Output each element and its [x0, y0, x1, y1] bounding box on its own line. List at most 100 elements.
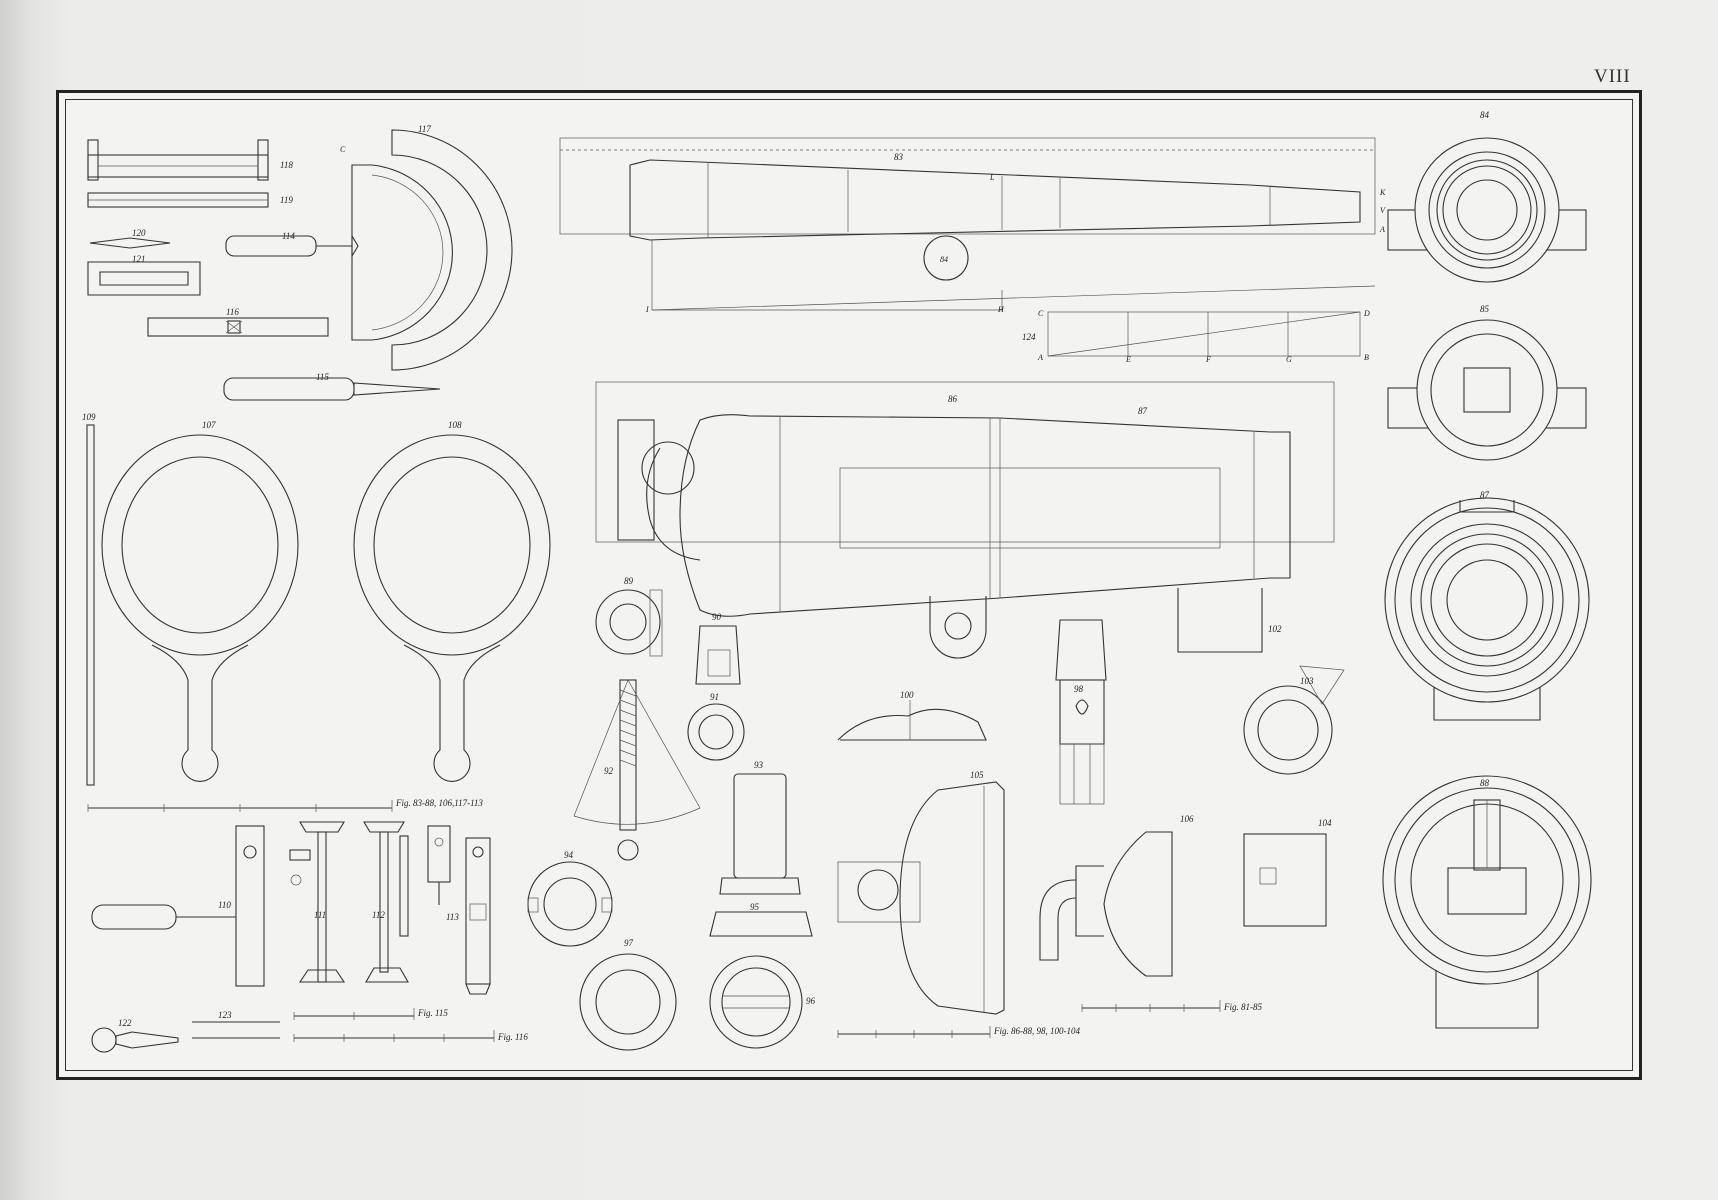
- figure-122: 122: [91, 1018, 179, 1053]
- point-label-c: C: [340, 145, 346, 154]
- point-label-b: B: [1364, 353, 1369, 362]
- label-109: 109: [82, 412, 96, 422]
- scale-caption-3: Fig. 116: [497, 1032, 528, 1042]
- point-label-l: L: [989, 173, 995, 182]
- label-110: 110: [218, 900, 231, 910]
- figure-97: 97: [579, 938, 677, 1051]
- label-114: 114: [282, 231, 295, 241]
- figure-98: 98: [1055, 619, 1107, 805]
- label-120: 120: [132, 228, 146, 238]
- point-label-a: A: [1379, 225, 1385, 234]
- label-123: 123: [218, 1010, 232, 1020]
- figure-106-tool: [465, 837, 491, 995]
- figure-84: 84: [1387, 110, 1587, 283]
- point-label-e: E: [1125, 355, 1131, 364]
- label-100: 100: [900, 690, 914, 700]
- figure-83: 83 84 K V A I H L: [559, 137, 1386, 314]
- label-87-sight: 87: [1138, 406, 1148, 416]
- scale-caption-2: Fig. 115: [417, 1008, 448, 1018]
- point-label-k: K: [1379, 188, 1386, 197]
- scale-bar-4: Fig. 86-88, 98, 100-104: [837, 1026, 1080, 1038]
- point-label-h: H: [997, 305, 1005, 314]
- label-96: 96: [806, 996, 816, 1006]
- label-95: 95: [750, 902, 760, 912]
- label-102: 102: [1268, 624, 1282, 634]
- figure-96: 96: [709, 955, 816, 1049]
- label-108: 108: [448, 420, 462, 430]
- figure-92: 92: [573, 679, 701, 861]
- figure-90: 90: [695, 612, 741, 685]
- scale-caption-1: Fig. 83-88, 106,117-113: [395, 798, 483, 808]
- plate-inner-border: [65, 99, 1633, 1071]
- scale-bar-1: Fig. 83-88, 106,117-113: [87, 798, 483, 812]
- figure-115: 115: [223, 372, 441, 401]
- label-89: 89: [624, 576, 634, 586]
- label-92: 92: [604, 766, 614, 776]
- label-124: 124: [1022, 332, 1036, 342]
- figure-87: 87: [1384, 490, 1590, 721]
- plate-number: VIII: [1594, 66, 1631, 87]
- figure-118: 118: [87, 139, 293, 181]
- label-106: 106: [1180, 814, 1194, 824]
- figure-117: 117 C: [340, 124, 513, 371]
- figure-108: 108: [353, 420, 551, 782]
- point-label-i: I: [645, 305, 649, 314]
- figure-105: 105: [837, 770, 1005, 1015]
- label-97: 97: [624, 938, 634, 948]
- figure-94: 94: [527, 850, 613, 947]
- figure-100: 100: [837, 690, 987, 741]
- figure-88: 88: [1382, 775, 1592, 1029]
- figure-110: 110: [91, 825, 265, 987]
- figure-93: 93: [719, 760, 801, 895]
- label-84: 84: [1480, 110, 1490, 120]
- label-118: 118: [280, 160, 293, 170]
- label-117: 117: [418, 124, 431, 134]
- scale-bar-2: Fig. 115: [293, 1008, 448, 1020]
- label-122: 122: [118, 1018, 132, 1028]
- figure-124: 124 C D A B F G E: [1022, 309, 1370, 364]
- label-88: 88: [1480, 778, 1490, 788]
- figure-114: 114: [225, 231, 359, 258]
- figure-89: 89: [595, 576, 663, 657]
- label-87: 87: [1480, 490, 1490, 500]
- label-86: 86: [948, 394, 958, 404]
- label-93: 93: [754, 760, 764, 770]
- label-113: 113: [446, 912, 459, 922]
- label-98: 98: [1074, 684, 1084, 694]
- point-label-d: D: [1363, 309, 1370, 318]
- plate-frame: [56, 90, 1642, 1080]
- label-105: 105: [970, 770, 984, 780]
- label-84-bore: 84: [940, 255, 948, 264]
- figure-121: 121: [87, 254, 201, 296]
- label-90: 90: [712, 612, 722, 622]
- scale-bar-3: Fig. 116: [293, 1030, 528, 1042]
- label-91: 91: [710, 692, 719, 702]
- figure-106: 106: [1039, 814, 1194, 977]
- figure-116: 116: [147, 307, 329, 337]
- figure-119: 119: [87, 192, 293, 208]
- label-103: 103: [1300, 676, 1314, 686]
- figure-109-rod: 109: [82, 412, 96, 786]
- label-111: 111: [314, 910, 326, 920]
- figure-120: 120: [89, 228, 171, 249]
- figure-112: 112: [363, 821, 409, 983]
- label-83: 83: [894, 152, 904, 162]
- figure-123: 123: [192, 1010, 280, 1039]
- figure-113: 113: [427, 825, 459, 922]
- figure-85: 85: [1387, 304, 1587, 461]
- scale-caption-4: Fig. 86-88, 98, 100-104: [993, 1026, 1080, 1036]
- figure-103: 103: [1243, 665, 1345, 775]
- figure-107: 107: [101, 420, 299, 782]
- figure-86: 86 87 102: [595, 381, 1335, 659]
- figure-104: 104: [1243, 818, 1332, 927]
- point-label-a-124: A: [1037, 353, 1043, 362]
- point-label-f: F: [1205, 355, 1211, 364]
- label-115: 115: [316, 372, 329, 382]
- label-104: 104: [1318, 818, 1332, 828]
- scale-caption-5: Fig. 81-85: [1223, 1002, 1262, 1012]
- figure-111: 111: [289, 821, 346, 983]
- label-85: 85: [1480, 304, 1490, 314]
- figure-95: 95: [709, 902, 813, 937]
